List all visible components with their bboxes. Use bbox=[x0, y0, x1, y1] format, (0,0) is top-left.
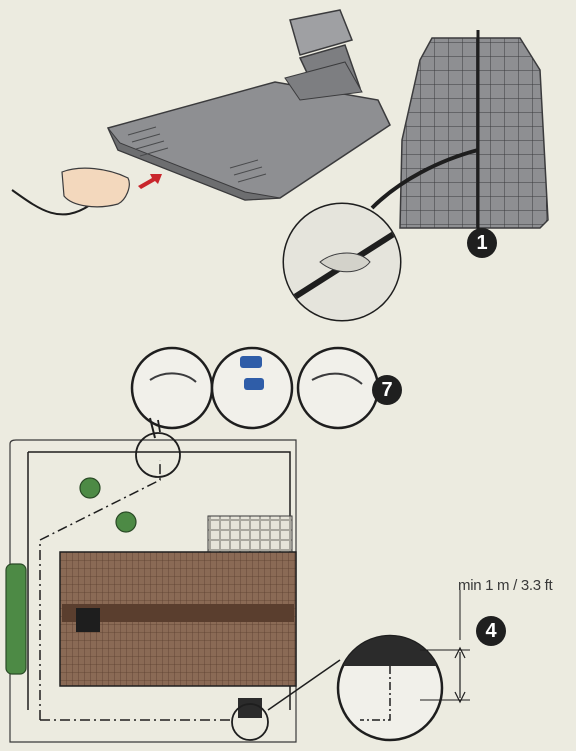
step-1-badge: 1 bbox=[467, 228, 497, 258]
distance-label: min 1 m / 3.3 ft bbox=[458, 577, 552, 594]
red-arrow-icon bbox=[138, 174, 162, 189]
step-4-badge: 4 bbox=[476, 616, 506, 646]
paver-area bbox=[208, 516, 292, 552]
charging-station bbox=[108, 10, 390, 200]
boundary-distance-zoom bbox=[338, 590, 470, 740]
hand-icon bbox=[12, 168, 129, 214]
station-underside bbox=[400, 30, 548, 232]
house-roof-icon bbox=[60, 552, 296, 686]
step-7-badge: 7 bbox=[372, 375, 402, 405]
connector-detail-circles bbox=[132, 348, 378, 438]
